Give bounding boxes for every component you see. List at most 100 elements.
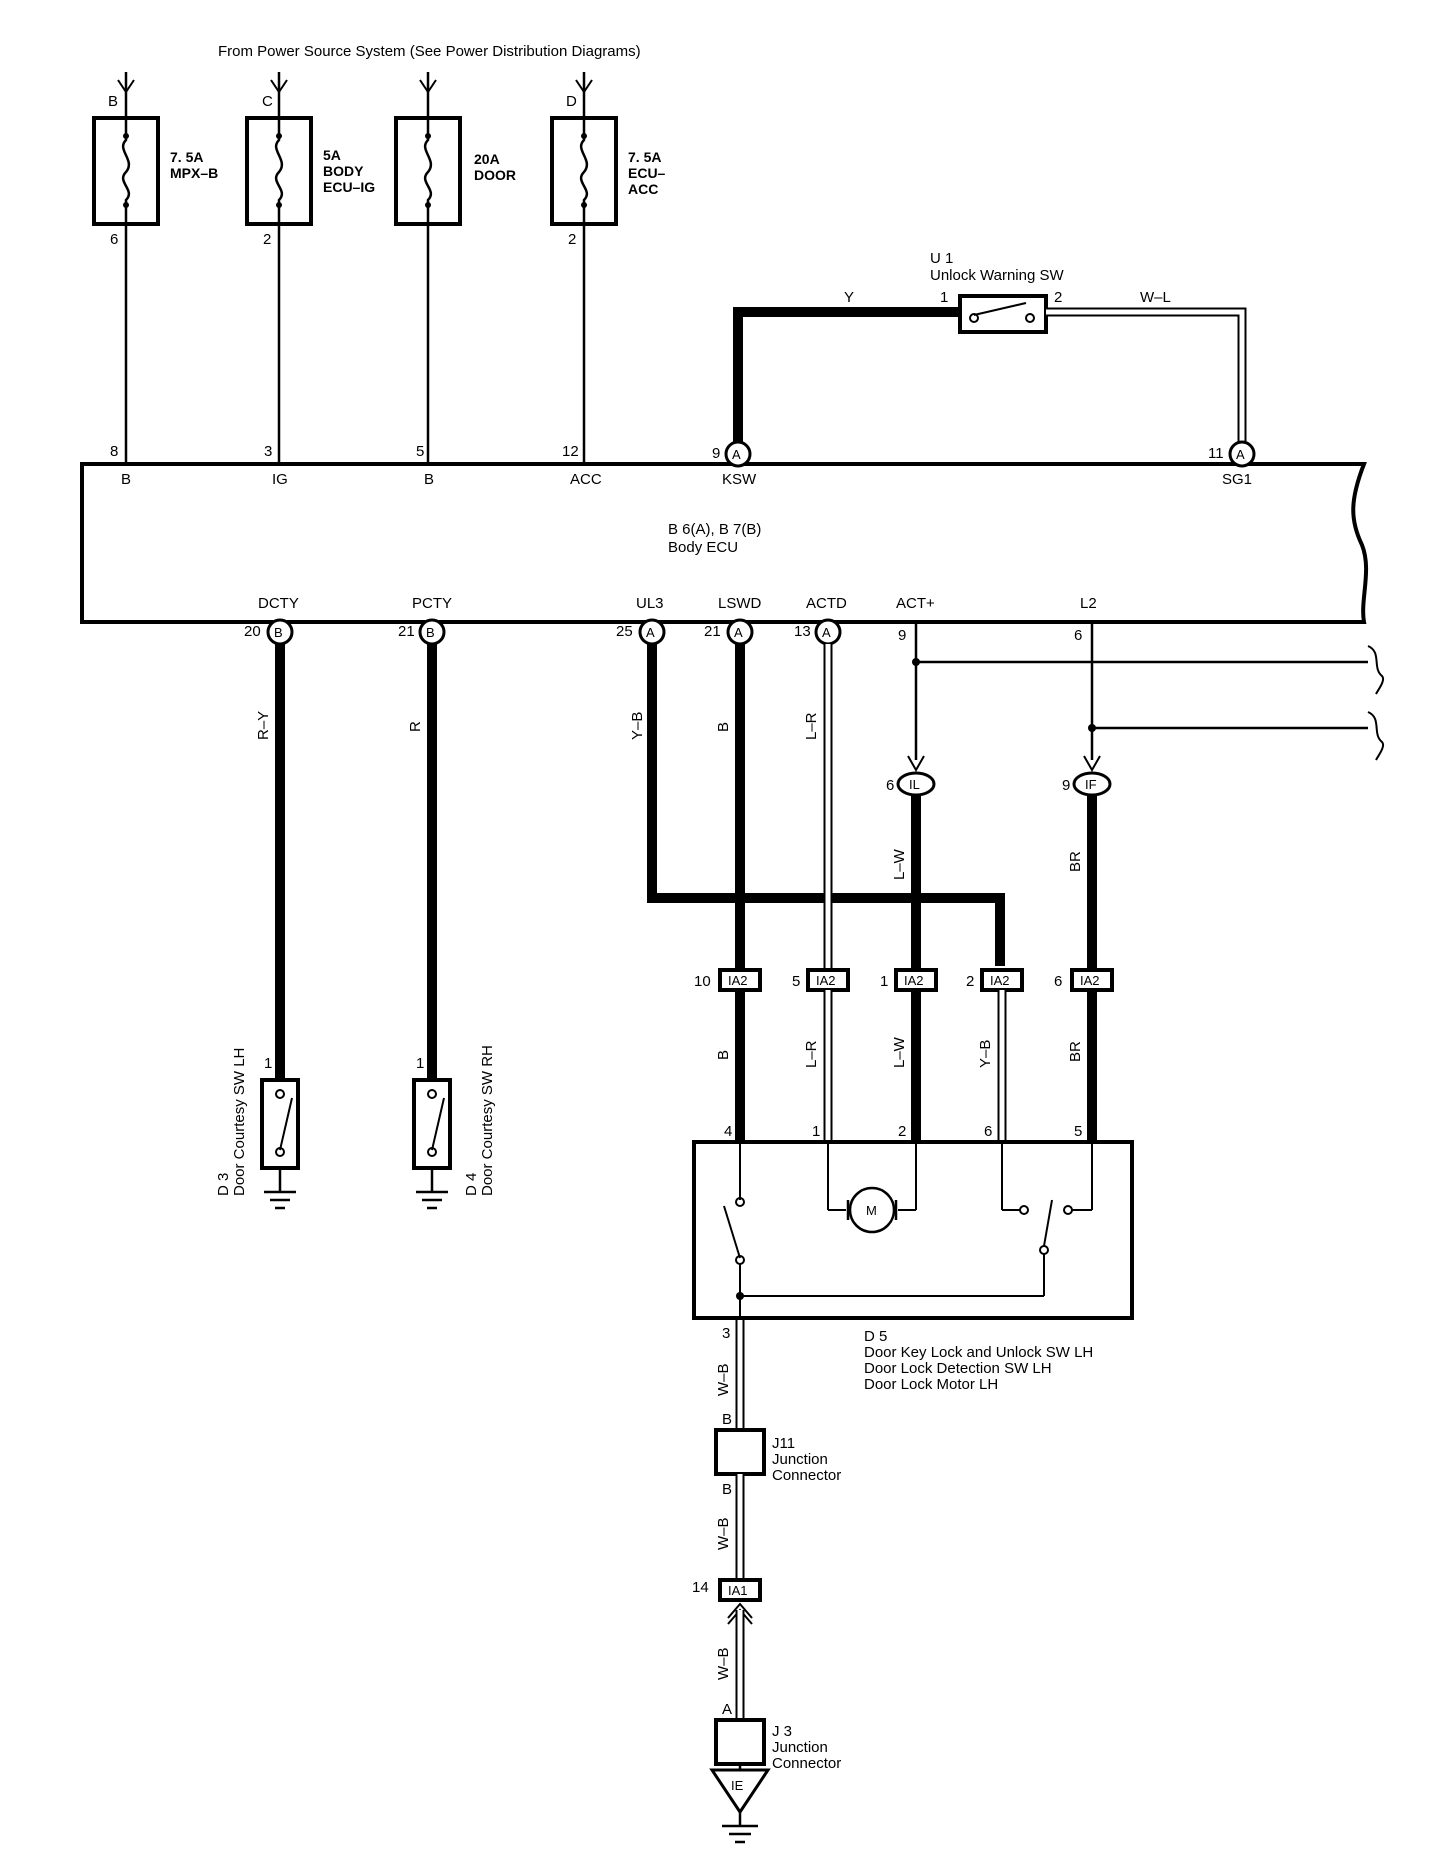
svg-text:IG: IG bbox=[272, 471, 288, 488]
svg-text:12: 12 bbox=[562, 443, 579, 460]
svg-text:W–B: W–B bbox=[715, 1647, 732, 1680]
svg-text:ACT+: ACT+ bbox=[896, 595, 935, 612]
svg-text:5A: 5A bbox=[323, 147, 341, 163]
svg-text:A: A bbox=[822, 625, 831, 640]
svg-text:DCTY: DCTY bbox=[258, 595, 299, 612]
fuse-ecu-acc: D 7. 5A ECU– ACC 2 bbox=[550, 72, 666, 462]
wire-act-plus-l2 bbox=[912, 622, 1385, 761]
svg-text:W–B: W–B bbox=[715, 1517, 732, 1550]
svg-text:B: B bbox=[274, 625, 283, 640]
svg-text:L2: L2 bbox=[1080, 595, 1097, 612]
svg-text:9: 9 bbox=[1062, 777, 1070, 794]
svg-text:2: 2 bbox=[1054, 289, 1062, 306]
svg-text:IF: IF bbox=[1085, 777, 1097, 792]
svg-text:3: 3 bbox=[722, 1325, 730, 1342]
svg-text:Connector: Connector bbox=[772, 1755, 841, 1772]
svg-text:IA2: IA2 bbox=[904, 973, 924, 988]
svg-text:10: 10 bbox=[694, 973, 711, 990]
svg-text:IA2: IA2 bbox=[728, 973, 748, 988]
svg-text:5: 5 bbox=[792, 973, 800, 990]
svg-text:1: 1 bbox=[940, 289, 948, 306]
svg-text:IL: IL bbox=[909, 777, 920, 792]
svg-text:21: 21 bbox=[398, 623, 415, 640]
svg-text:R–Y: R–Y bbox=[255, 711, 272, 740]
svg-text:B: B bbox=[121, 471, 131, 488]
svg-text:Junction: Junction bbox=[772, 1739, 828, 1756]
svg-text:UL3: UL3 bbox=[636, 595, 664, 612]
svg-text:20A: 20A bbox=[474, 151, 500, 167]
svg-text:Door Key Lock and Unlock SW LH: Door Key Lock and Unlock SW LH bbox=[864, 1344, 1093, 1361]
svg-text:BR: BR bbox=[1067, 1041, 1084, 1062]
wire-y-label: Y bbox=[844, 289, 854, 306]
svg-text:ACC: ACC bbox=[570, 471, 602, 488]
svg-text:SG1: SG1 bbox=[1222, 471, 1252, 488]
unlock-warning-switch: U 1 Unlock Warning SW Y 1 2 W–L bbox=[733, 250, 1247, 454]
svg-text:D 5: D 5 bbox=[864, 1328, 887, 1345]
svg-text:Y–B: Y–B bbox=[977, 1040, 994, 1068]
splice-il: 6 IL L–W bbox=[886, 755, 936, 968]
svg-text:KSW: KSW bbox=[722, 471, 757, 488]
svg-text:Door Courtesy SW RH: Door Courtesy SW RH bbox=[479, 1045, 496, 1196]
svg-text:7. 5A: 7. 5A bbox=[628, 149, 661, 165]
fuse-mpx-b: B 7. 5A MPX–B 6 bbox=[92, 72, 218, 462]
svg-text:2: 2 bbox=[263, 231, 271, 248]
svg-text:5: 5 bbox=[1074, 1123, 1082, 1140]
svg-text:ECU–: ECU– bbox=[628, 165, 666, 181]
ground-chain: W–B B J11 Junction Connector B W–B 14 IA… bbox=[692, 1320, 841, 1844]
wire-lswd: B bbox=[715, 644, 745, 968]
svg-text:A: A bbox=[732, 447, 741, 462]
door-courtesy-sw-rh: R 1 D 4 Door Courtesy SW RH bbox=[407, 644, 496, 1210]
svg-text:2: 2 bbox=[568, 231, 576, 248]
svg-text:B: B bbox=[715, 1050, 732, 1060]
svg-text:6: 6 bbox=[984, 1123, 992, 1140]
svg-text:4: 4 bbox=[724, 1123, 732, 1140]
svg-text:5: 5 bbox=[416, 443, 424, 460]
wire-ul3: Y–B bbox=[629, 644, 1005, 966]
svg-text:7. 5A: 7. 5A bbox=[170, 149, 203, 165]
svg-text:IA2: IA2 bbox=[990, 973, 1010, 988]
svg-text:1: 1 bbox=[812, 1123, 820, 1140]
svg-text:A: A bbox=[734, 625, 743, 640]
svg-text:13: 13 bbox=[794, 623, 811, 640]
body-ecu: 8 B 3 IG 5 B 12 ACC 9 A KSW 11 A SG1 B 6… bbox=[80, 440, 1369, 646]
svg-text:C: C bbox=[262, 93, 273, 110]
svg-text:1: 1 bbox=[264, 1055, 272, 1072]
svg-text:9: 9 bbox=[712, 445, 720, 462]
svg-text:B: B bbox=[722, 1481, 732, 1498]
fuse-door: 20A DOOR bbox=[394, 72, 516, 462]
svg-text:D 4: D 4 bbox=[463, 1173, 480, 1196]
svg-text:IA2: IA2 bbox=[1080, 973, 1100, 988]
splice-if: 9 IF BR bbox=[1062, 755, 1112, 968]
svg-text:B: B bbox=[426, 625, 435, 640]
svg-text:1: 1 bbox=[416, 1055, 424, 1072]
svg-text:D 3: D 3 bbox=[215, 1173, 232, 1196]
svg-text:Door Lock Motor LH: Door Lock Motor LH bbox=[864, 1376, 998, 1393]
svg-text:Junction: Junction bbox=[772, 1451, 828, 1468]
svg-text:DOOR: DOOR bbox=[474, 167, 516, 183]
svg-text:L–R: L–R bbox=[803, 712, 820, 740]
svg-text:ACTD: ACTD bbox=[806, 595, 847, 612]
svg-text:IA1: IA1 bbox=[728, 1583, 748, 1598]
svg-text:PCTY: PCTY bbox=[412, 595, 452, 612]
svg-text:11: 11 bbox=[1208, 445, 1224, 462]
connector-ia2-row: 10 IA2 5 IA2 1 IA2 2 IA2 6 IA2 bbox=[694, 968, 1114, 992]
svg-text:6: 6 bbox=[886, 777, 894, 794]
svg-text:A: A bbox=[722, 1701, 732, 1718]
svg-text:L–W: L–W bbox=[891, 848, 908, 880]
motor-symbol: M bbox=[866, 1203, 877, 1218]
wires-to-d5: B L–R L–W Y–B BR bbox=[715, 990, 1097, 1140]
fuse-out-pin: 6 bbox=[110, 231, 118, 248]
ecu-ref: B 6(A), B 7(B) bbox=[668, 521, 761, 538]
svg-text:ACC: ACC bbox=[628, 181, 658, 197]
svg-text:9: 9 bbox=[898, 627, 906, 644]
svg-text:L–R: L–R bbox=[803, 1040, 820, 1068]
svg-text:U 1: U 1 bbox=[930, 250, 953, 267]
svg-text:2: 2 bbox=[898, 1123, 906, 1140]
ecu-name: Body ECU bbox=[668, 539, 738, 556]
svg-text:B: B bbox=[424, 471, 434, 488]
svg-text:D: D bbox=[566, 93, 577, 110]
svg-text:6: 6 bbox=[1054, 973, 1062, 990]
svg-text:Unlock Warning SW: Unlock Warning SW bbox=[930, 267, 1064, 284]
svg-text:W–B: W–B bbox=[715, 1363, 732, 1396]
svg-text:BODY: BODY bbox=[323, 163, 364, 179]
